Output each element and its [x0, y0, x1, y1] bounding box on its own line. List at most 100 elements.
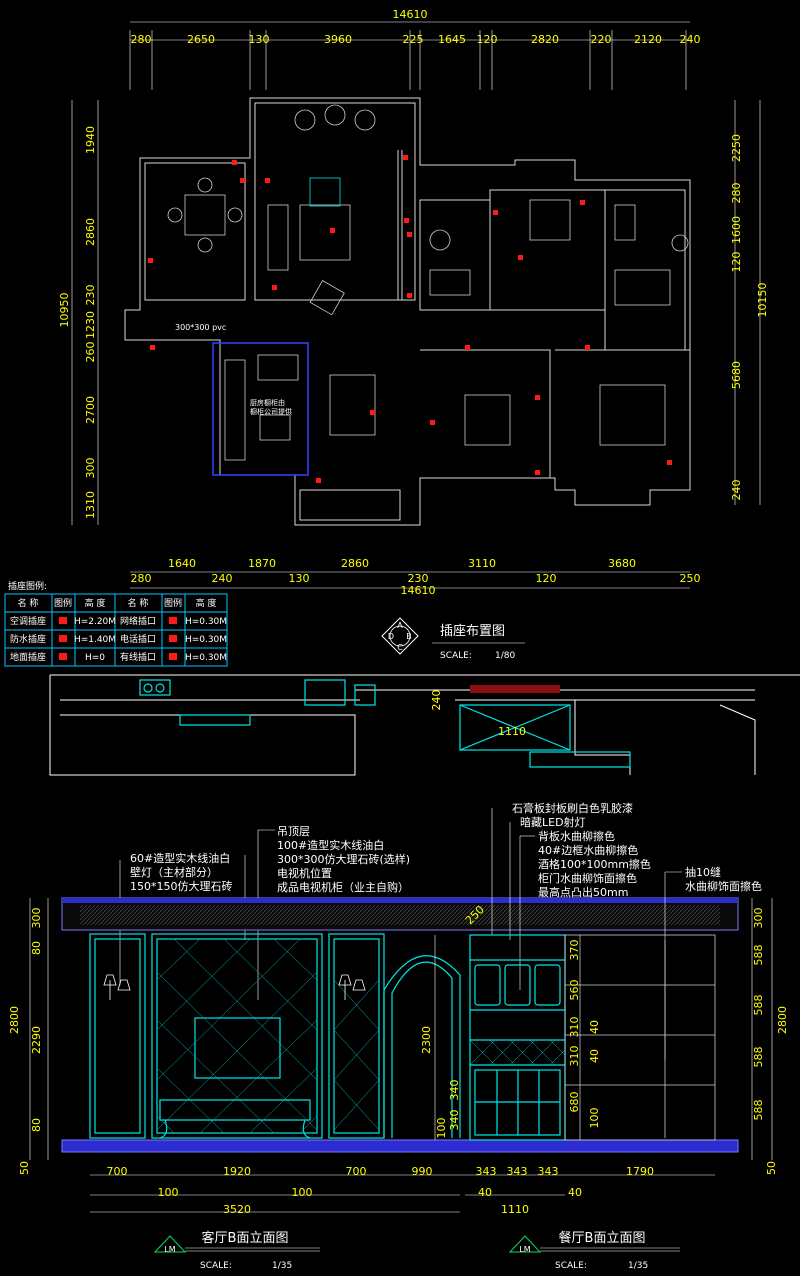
plan-bottom-dim-4: 130: [289, 572, 310, 585]
annot-right-1: 水曲柳饰面擦色: [685, 879, 762, 893]
left-annotations: 60#造型实木线油白 壁灯（主材部分） 150*150仿大理石砖 吊顶层 100…: [119, 825, 410, 1000]
dining-bottom-dim-0: 343: [476, 1165, 497, 1178]
plan-right-dim-5: 240: [730, 480, 743, 501]
plan-bottom-dim-8: 120: [536, 572, 557, 585]
dining-inner-dim-6: 340: [448, 1080, 461, 1101]
dining-inner-dims: 370 560 310 40 310 40 340 340 680 100 10…: [435, 935, 601, 1140]
plan-top-dim-6: 120: [477, 33, 498, 46]
dining-title-block: LM 餐厅B面立面图 SCALE: 1/35: [508, 1230, 680, 1271]
plan-right-total: 10150: [756, 283, 769, 318]
living-left-dims: 300 80 2290 80 2800 50 2300: [8, 898, 436, 1175]
living-bottom-total: 3520: [223, 1203, 251, 1216]
dining-right-dims: 300 588 588 588 588 2800 50: [751, 898, 789, 1175]
legend-cell-2-2: H=0: [85, 653, 105, 663]
plan-title: 插座布置图: [440, 624, 505, 639]
plan-furniture: [167, 104, 689, 461]
plan-top-dim-8: 220: [591, 33, 612, 46]
socket-markers: [148, 155, 672, 483]
living-height-2300: 2300: [420, 1026, 433, 1054]
living-scale-value: 1/35: [272, 1261, 292, 1271]
legend-title: 插座图例:: [8, 580, 47, 592]
right-annotations: 石膏板封板刷白色乳胶漆 暗藏LED射灯 背板水曲柳擦色 40#边框水曲柳擦色 酒…: [491, 801, 762, 1060]
plan-top-dim-7: 2820: [531, 33, 559, 46]
annot-top-3: 40#边框水曲柳擦色: [538, 843, 638, 857]
plan-right-dim-2: 1600: [730, 216, 743, 244]
annot-top-4: 酒格100*100mm擦色: [538, 857, 651, 871]
living-bottom-dim-1: 1920: [223, 1165, 251, 1178]
plan-top-dim-5: 1645: [438, 33, 466, 46]
dining-bottom-dim-3: 1790: [626, 1165, 654, 1178]
living-title: 客厅B面立面图: [202, 1230, 289, 1246]
dining-inner-dim-9: 100: [435, 1118, 448, 1139]
dining-inner-dim-5: 40: [588, 1049, 601, 1063]
living-sub-dim-1: 100: [292, 1186, 313, 1199]
legend-header-symbol-1: 图例: [54, 597, 72, 609]
dining-bottom-dims: 343 343 343 1790 40 40 1110: [460, 1165, 715, 1216]
annot-center-1: 100#造型实木线油白: [277, 838, 384, 852]
annot-left-1: 壁灯（主材部分）: [130, 865, 218, 879]
annot-top-2: 背板水曲柳擦色: [538, 829, 615, 843]
annot-top-1: 暗藏LED射灯: [520, 815, 586, 829]
elevation-marker-icon: [153, 1235, 187, 1253]
plan-top-total: 14610: [393, 8, 428, 21]
annot-top-0: 石膏板封板刷白色乳胶漆: [512, 801, 633, 815]
plan-scale-value: 1/80: [495, 651, 515, 661]
plan-top-dim-2: 130: [249, 33, 270, 46]
living-left-dim-2: 2290: [30, 1026, 43, 1054]
plan-top-dim-4: 225: [403, 33, 424, 46]
plan-bottom-dim-2: 240: [212, 572, 233, 585]
legend-cell-2-5: H=0.30M: [185, 653, 227, 663]
plan-left-dim-1: 2860: [84, 218, 97, 246]
dining-right-total: 2800: [776, 1006, 789, 1034]
dining-right-dim-3: 588: [752, 1047, 765, 1068]
middle-dim-w: 1110: [498, 725, 526, 738]
dining-inner-dim-4: 310: [568, 1046, 581, 1067]
dining-sub-dim-1: 40: [568, 1186, 582, 1199]
plan-top-dim-1: 2650: [187, 33, 215, 46]
cable-jack-icon: [169, 653, 177, 660]
compass-letter-b: B: [406, 632, 412, 641]
plan-right-dim-0: 2250: [730, 134, 743, 162]
dining-inner-dim-10: 100: [588, 1108, 601, 1129]
legend-cell-1-3: 电话插口: [120, 633, 156, 645]
plan-right-dim-1: 280: [730, 183, 743, 204]
dining-right-dim-2: 588: [752, 995, 765, 1016]
plan-top-dimensions: 14610 280 2650 130 3960 225 1645 120 282…: [129, 8, 701, 90]
dining-bottom-dim-2: 343: [538, 1165, 559, 1178]
phone-jack-icon: [169, 635, 177, 642]
legend-cell-1-0: 防水插座: [10, 633, 46, 645]
waterproof-socket-icon: [59, 635, 67, 642]
living-room-elevation: 60#造型实木线油白 壁灯（主材部分） 150*150仿大理石砖 吊顶层 100…: [8, 825, 739, 1271]
dining-bottom-total: 1110: [501, 1203, 529, 1216]
plan-top-dim-9: 2120: [634, 33, 662, 46]
plan-left-dimensions: 10950 1940 2860 230 1230 260 2700 300 13…: [58, 100, 99, 525]
plan-bottom-total: 14610: [401, 584, 436, 597]
annot-top-6: 最高点凸出50mm: [538, 885, 628, 899]
annot-center-2: 300*300仿大理石砖(选样): [277, 852, 410, 866]
dining-sub-dim-0: 40: [478, 1186, 492, 1199]
plan-bottom-dim-10: 250: [680, 572, 701, 585]
plan-bottom-dim-6: 230: [408, 572, 429, 585]
legend-header-symbol-2: 图例: [164, 597, 182, 609]
plan-bottom-dim-3: 1870: [248, 557, 276, 570]
legend-header-name-1: 名 称: [18, 597, 39, 609]
plan-left-dim-5: 2700: [84, 396, 97, 424]
living-title-block: LM 客厅B面立面图 SCALE: 1/35: [153, 1230, 320, 1271]
elevation-marker-icon: [508, 1235, 542, 1253]
annot-center-4: 成品电视机柜（业主自购）: [277, 880, 409, 894]
legend-cell-0-3: 网络插口: [120, 615, 156, 627]
plan-left-dim-2: 230: [84, 285, 97, 306]
living-sub-dim-0: 100: [158, 1186, 179, 1199]
wall-lamp-icon: [103, 974, 366, 1000]
middle-elevation: 240 1110: [49, 674, 800, 776]
room-note: 300*300 pvc: [175, 323, 226, 332]
dining-inner-dim-7: 340: [448, 1110, 461, 1131]
plan-walls: [124, 97, 691, 526]
legend-header-name-2: 名 称: [128, 597, 149, 609]
living-left-dim-0: 300: [30, 908, 43, 929]
living-bottom-dim-2: 700: [346, 1165, 367, 1178]
compass-letter-a: A: [397, 621, 403, 630]
plan-right-dimensions: 10150 2250 280 1600 120 5680 240: [730, 100, 769, 505]
plan-left-dim-6: 300: [84, 458, 97, 479]
